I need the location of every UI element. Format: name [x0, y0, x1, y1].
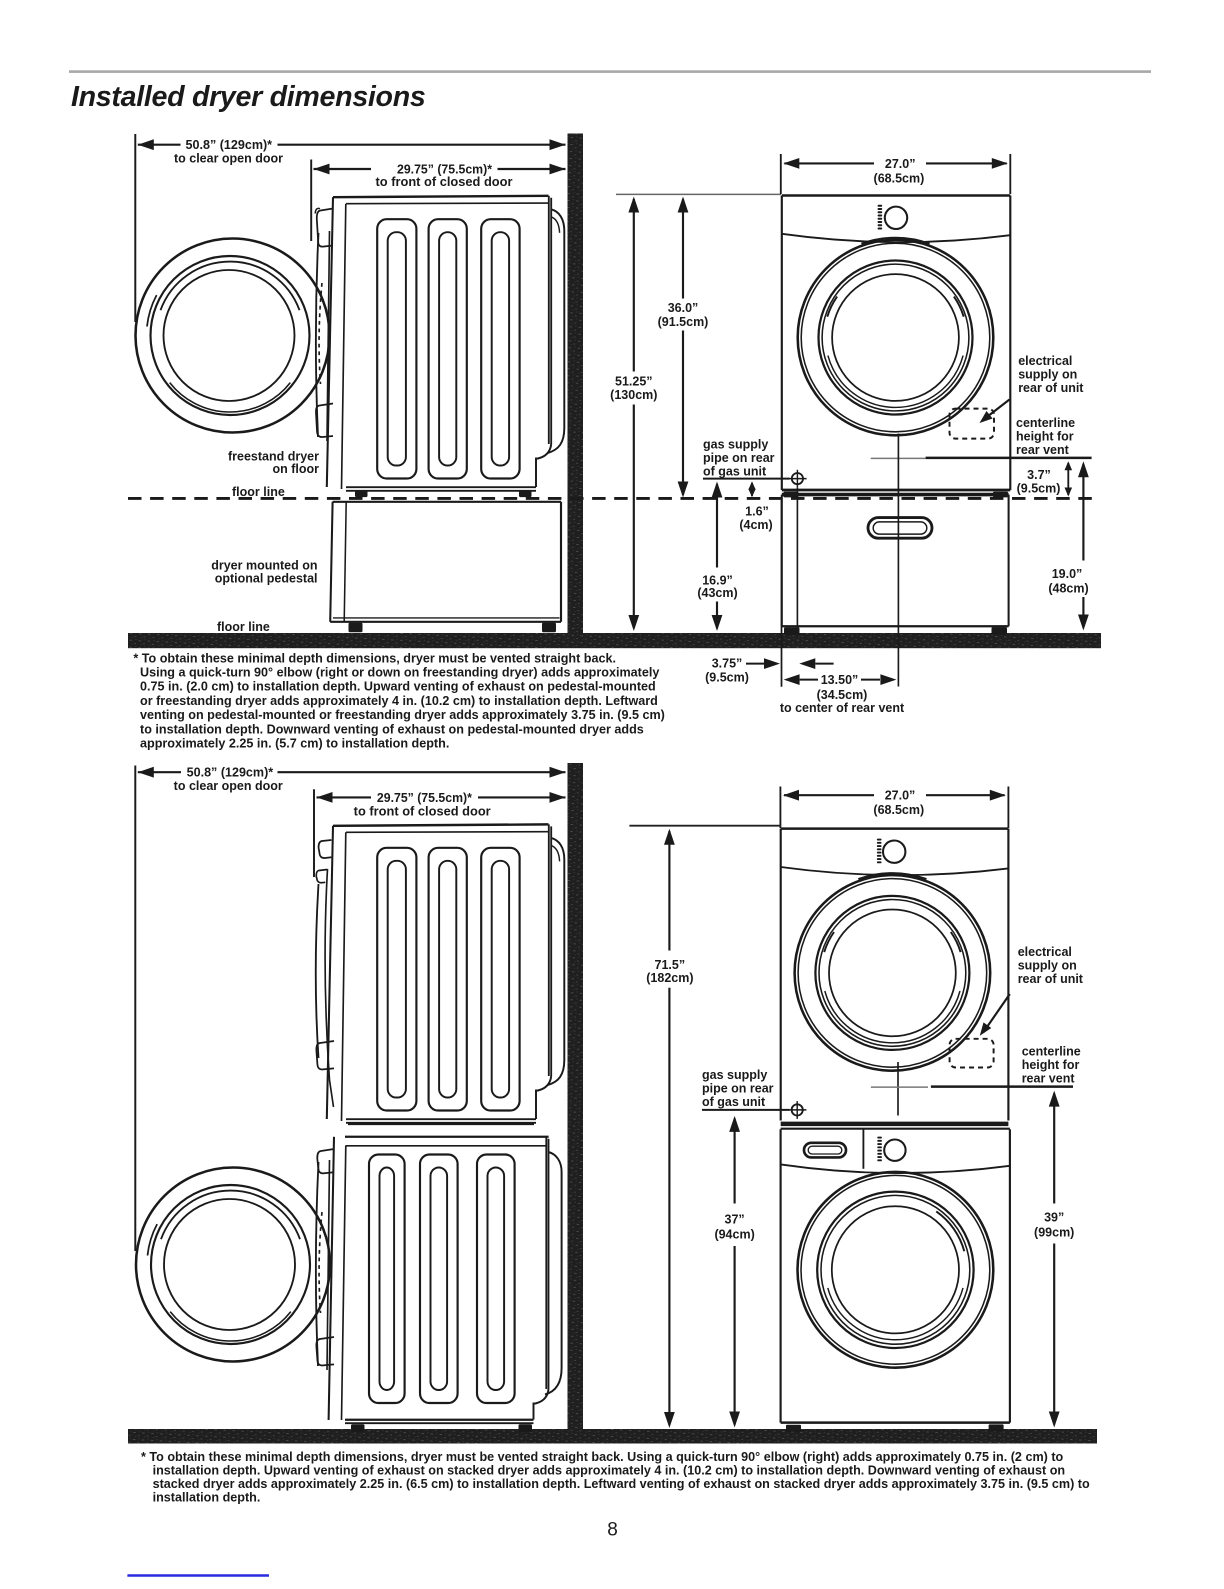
- svg-text:rear vent: rear vent: [1016, 443, 1070, 457]
- svg-text:rear of unit: rear of unit: [1018, 972, 1084, 986]
- svg-text:approximately 2.25 in. (5.7 cm: approximately 2.25 in. (5.7 cm) to insta…: [140, 737, 449, 751]
- svg-text:Installed dryer dimensions: Installed dryer dimensions: [71, 81, 426, 113]
- svg-text:gas supply: gas supply: [702, 1068, 767, 1082]
- svg-text:27.0”: 27.0”: [885, 157, 916, 171]
- svg-text:1.6”: 1.6”: [745, 504, 769, 518]
- svg-text:optional pedestal: optional pedestal: [215, 571, 318, 585]
- svg-text:on floor: on floor: [272, 462, 319, 476]
- svg-text:to front of closed door: to front of closed door: [376, 175, 513, 189]
- svg-text:dryer mounted on: dryer mounted on: [211, 558, 317, 572]
- svg-text:gas supply: gas supply: [703, 437, 768, 451]
- svg-text:* To obtain these minimal dept: * To obtain these minimal depth dimensio…: [141, 1450, 1064, 1464]
- svg-text:3.7”: 3.7”: [1027, 468, 1051, 482]
- svg-text:stacked dryer adds approximate: stacked dryer adds approximately 2.25 in…: [153, 1477, 1090, 1491]
- svg-text:(43cm): (43cm): [697, 586, 737, 600]
- svg-text:(34.5cm): (34.5cm): [817, 688, 868, 702]
- svg-text:pipe on rear: pipe on rear: [702, 1081, 774, 1095]
- svg-text:electrical: electrical: [1018, 354, 1072, 368]
- svg-text:37”: 37”: [725, 1212, 745, 1226]
- svg-text:(48cm): (48cm): [1048, 581, 1088, 595]
- svg-text:71.5”: 71.5”: [655, 958, 686, 972]
- svg-text:centerline: centerline: [1016, 416, 1075, 430]
- svg-text:(130cm): (130cm): [610, 388, 657, 402]
- svg-text:0.75 in. (2.0 cm) to installat: 0.75 in. (2.0 cm) to installation depth.…: [140, 680, 656, 694]
- svg-text:(4cm): (4cm): [739, 518, 772, 532]
- svg-text:39”: 39”: [1044, 1210, 1064, 1224]
- svg-text:(9.5cm): (9.5cm): [705, 670, 749, 684]
- svg-text:of gas unit: of gas unit: [702, 1095, 766, 1109]
- svg-text:Using a quick-turn 90° elbow (: Using a quick-turn 90° elbow (right or d…: [140, 666, 659, 680]
- svg-text:rear of unit: rear of unit: [1018, 381, 1084, 395]
- svg-text:16.9”: 16.9”: [702, 573, 733, 587]
- svg-text:floor line: floor line: [217, 620, 270, 634]
- svg-text:13.50”: 13.50”: [821, 673, 859, 687]
- svg-text:50.8” (129cm)*: 50.8” (129cm)*: [187, 766, 274, 780]
- svg-text:50.8” (129cm)*: 50.8” (129cm)*: [186, 138, 273, 152]
- svg-text:(182cm): (182cm): [646, 971, 693, 985]
- svg-text:to front of closed door: to front of closed door: [354, 804, 491, 818]
- svg-text:supply on: supply on: [1018, 959, 1077, 973]
- svg-text:(68.5cm): (68.5cm): [874, 171, 925, 185]
- svg-text:51.25”: 51.25”: [615, 374, 653, 388]
- svg-text:venting on pedestal-mounted or: venting on pedestal-mounted or freestand…: [140, 708, 665, 722]
- svg-text:36.0”: 36.0”: [668, 301, 699, 315]
- svg-text:rear vent: rear vent: [1022, 1071, 1076, 1085]
- svg-text:height for: height for: [1016, 429, 1074, 443]
- svg-text:8: 8: [607, 1520, 618, 1541]
- svg-text:centerline: centerline: [1022, 1044, 1081, 1058]
- svg-text:29.75” (75.5cm)*: 29.75” (75.5cm)*: [377, 791, 472, 805]
- svg-text:19.0”: 19.0”: [1052, 567, 1083, 581]
- svg-text:27.0”: 27.0”: [885, 789, 916, 803]
- svg-text:29.75” (75.5cm)*: 29.75” (75.5cm)*: [397, 162, 492, 176]
- svg-text:(94cm): (94cm): [714, 1227, 754, 1241]
- svg-text:electrical: electrical: [1018, 945, 1072, 959]
- svg-text:to clear open door: to clear open door: [174, 151, 283, 165]
- svg-text:(91.5cm): (91.5cm): [658, 315, 709, 329]
- svg-text:(99cm): (99cm): [1034, 1225, 1074, 1239]
- svg-text:supply on: supply on: [1018, 367, 1077, 381]
- svg-text:to installation depth. Downwar: to installation depth. Downward venting …: [140, 722, 644, 736]
- svg-text:installation depth.: installation depth.: [153, 1490, 261, 1504]
- svg-text:or freestanding dryer adds app: or freestanding dryer adds approximately…: [140, 694, 658, 708]
- svg-text:3.75”: 3.75”: [712, 656, 743, 670]
- svg-text:installation depth. Upward ven: installation depth. Upward venting of ex…: [153, 1463, 1066, 1477]
- svg-text:floor line: floor line: [232, 485, 285, 499]
- svg-text:height for: height for: [1022, 1058, 1080, 1072]
- svg-text:pipe on rear: pipe on rear: [703, 451, 775, 465]
- svg-text:(68.5cm): (68.5cm): [873, 803, 924, 817]
- svg-text:to clear open door: to clear open door: [174, 779, 283, 793]
- svg-text:to center of rear vent: to center of rear vent: [780, 701, 905, 715]
- svg-text:* To obtain these minimal dept: * To obtain these minimal depth dimensio…: [133, 651, 616, 665]
- svg-text:(9.5cm): (9.5cm): [1017, 482, 1061, 496]
- svg-text:freestand dryer: freestand dryer: [228, 449, 319, 463]
- svg-text:of gas unit: of gas unit: [703, 464, 767, 478]
